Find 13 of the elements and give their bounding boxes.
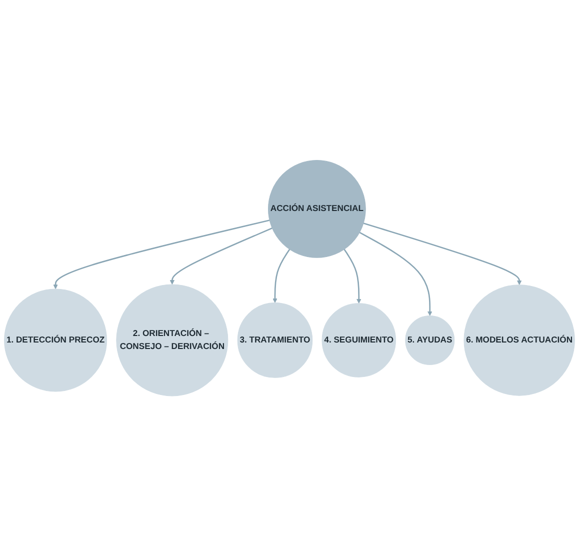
node-circle: 3. TRATAMIENTO <box>237 302 313 378</box>
node-circle: 5. AYUDAS <box>405 315 455 365</box>
arrow <box>53 219 270 290</box>
arrow <box>363 222 522 285</box>
arrow <box>272 248 290 303</box>
arrow <box>170 227 272 285</box>
node-circle: ACCIÓN ASISTENCIAL <box>268 160 366 258</box>
arrow <box>344 248 362 304</box>
node-circle: 4. SEGUIMIENTO <box>322 302 396 378</box>
node-circle: 1. DETECCIÓN PRECOZ <box>4 288 108 392</box>
arrow <box>359 232 432 316</box>
node-circle: 2. ORIENTACIÓN – CONSEJO – DERIVACIÓN <box>116 284 228 396</box>
node-circle: 6. MODELOS ACTUACIÓN <box>464 284 575 396</box>
